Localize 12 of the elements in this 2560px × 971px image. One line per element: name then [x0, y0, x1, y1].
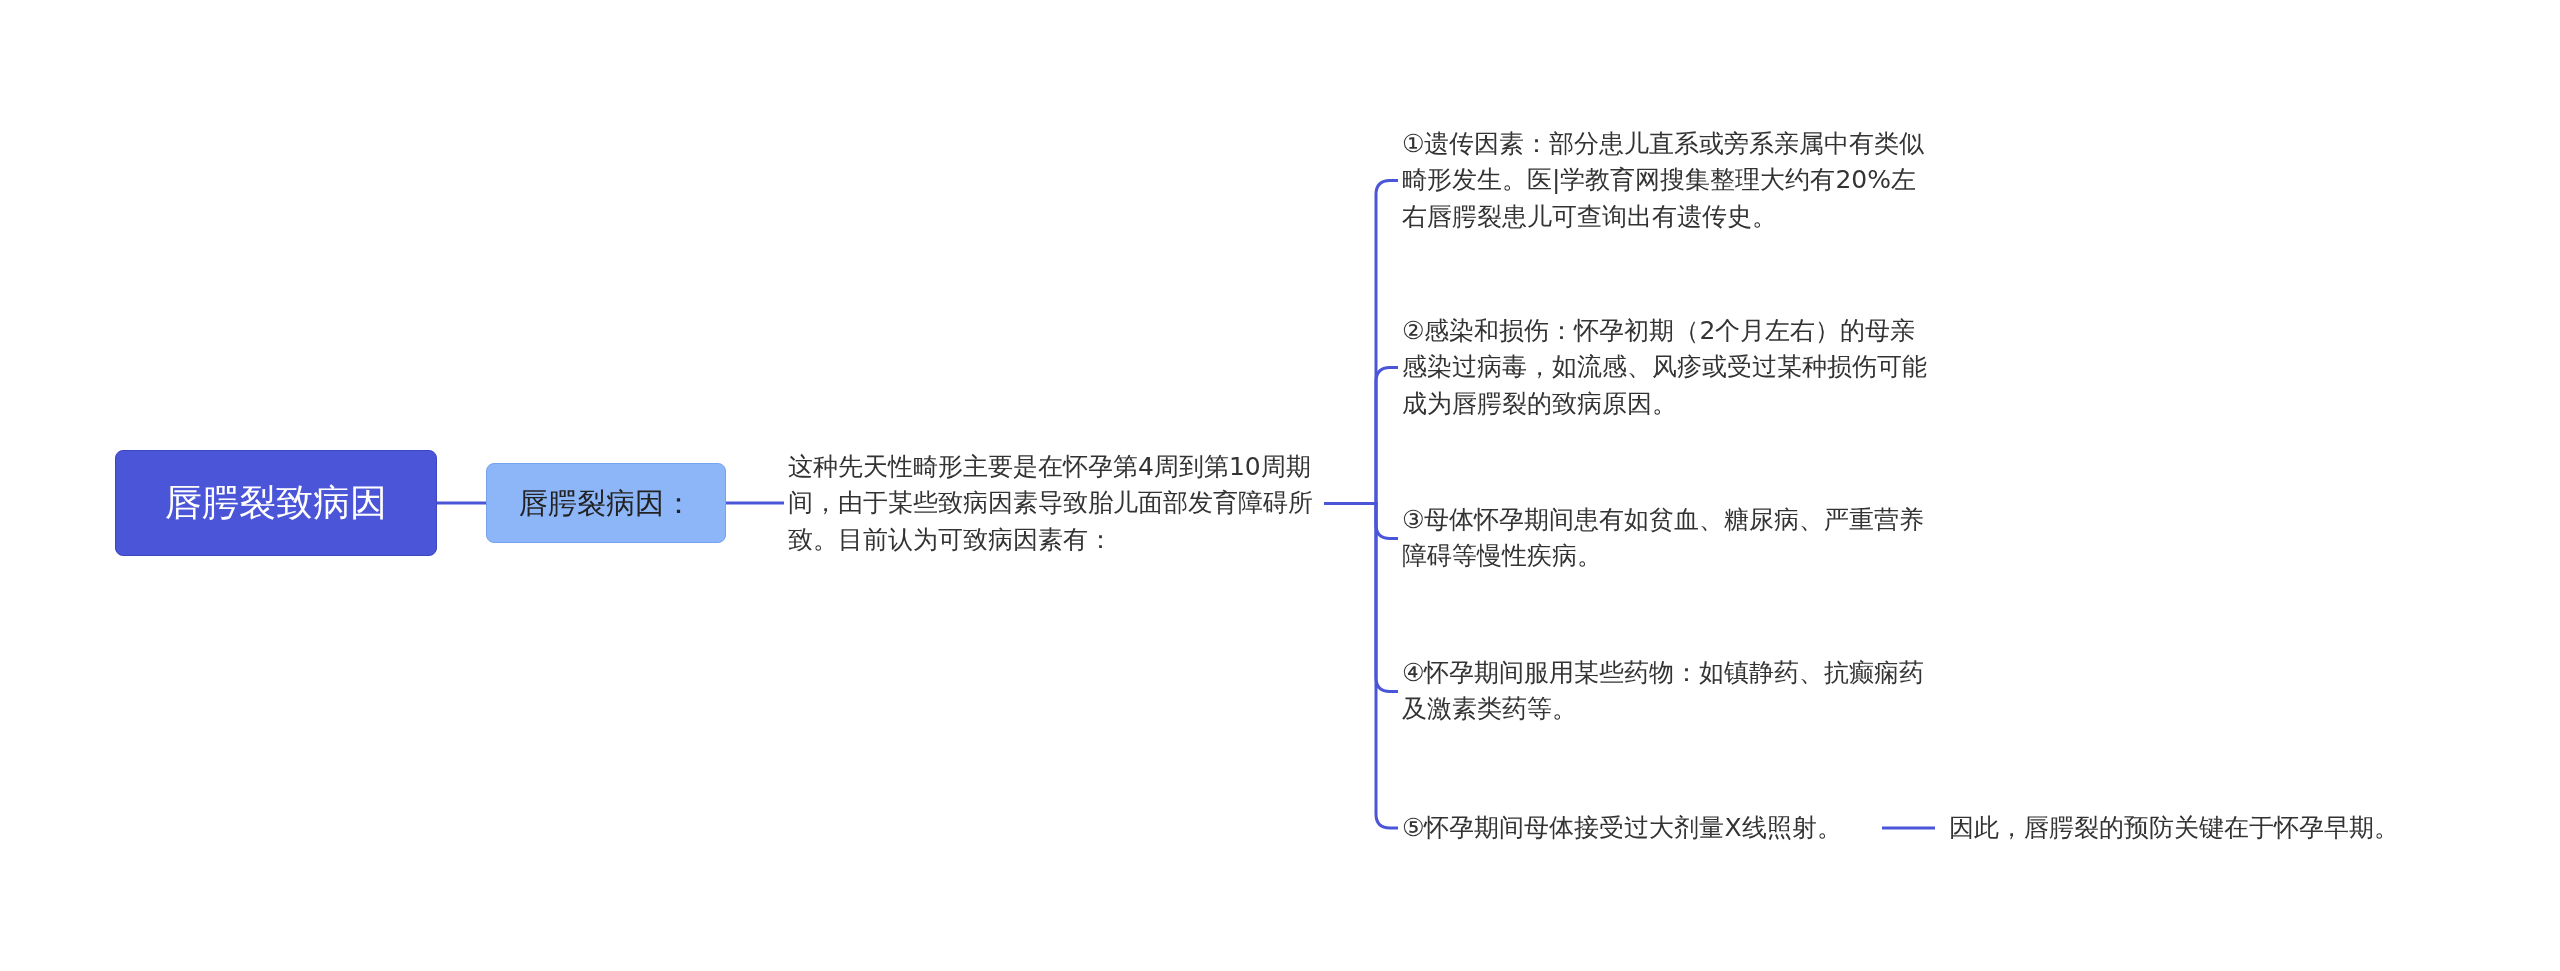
connector-line [437, 501, 486, 505]
topic-box: 唇腭裂病因： [486, 463, 726, 543]
topic-text: ⑤怀孕期间母体接受过大剂量X线照射。 [1398, 808, 1882, 849]
topic-text: ②感染和损伤：怀孕初期（2个月左右）的母亲感染过病毒，如流感、风疹或受过某种损伤可能成为唇腭裂的致病原因。 [1398, 311, 1938, 424]
topic-text: ④怀孕期间服用某些药物：如镇静药、抗癫痫药及激素类药等。 [1398, 653, 1938, 730]
root-topic: 唇腭裂致病因 [115, 450, 437, 556]
topic-text: 因此，唇腭裂的预防关键在于怀孕早期。 [1935, 808, 2403, 849]
connector-line [726, 501, 784, 505]
topic-text: ③母体怀孕期间患有如贫血、糖尿病、严重营养障碍等慢性疾病。 [1398, 500, 1938, 577]
connector-line [1882, 826, 1935, 830]
topic-text: ①遗传因素：部分患儿直系或旁系亲属中有类似畸形发生。医|学教育网搜集整理大约有20%左右唇腭裂患儿可查询出有遗传史。 [1398, 124, 1938, 237]
topic-text: 这种先天性畸形主要是在怀孕第4周到第10周期间，由于某些致病因素导致胎儿面部发育障碍所致。目前认为可致病因素有： [784, 447, 1324, 560]
